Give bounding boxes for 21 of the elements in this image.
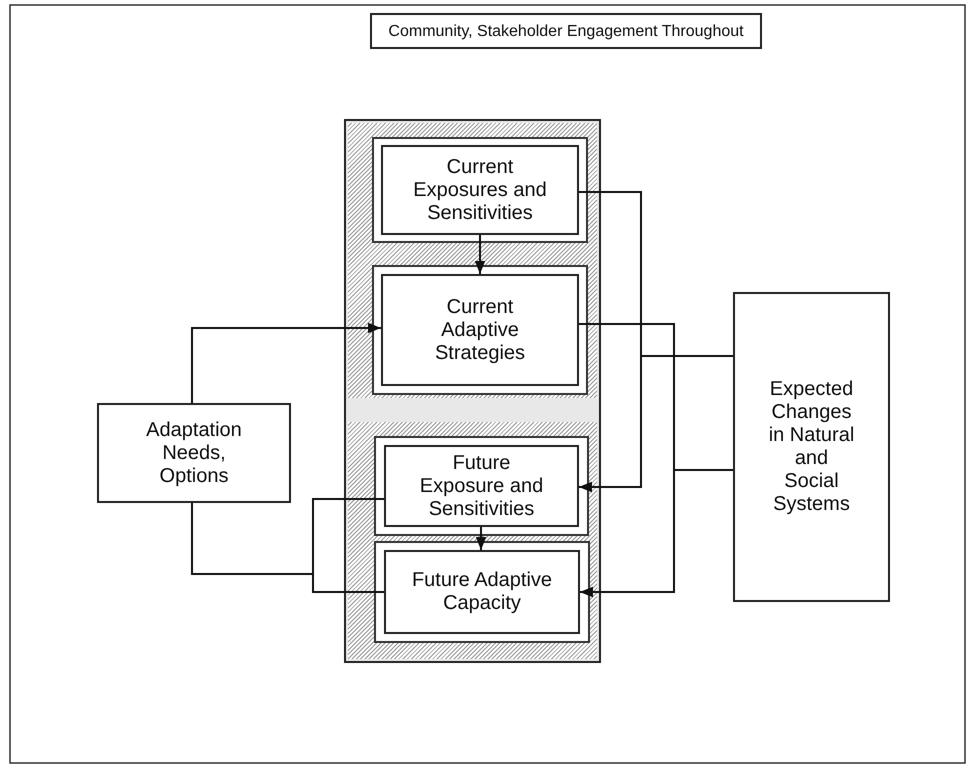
hatched-panel xyxy=(348,422,597,659)
box-label: Expected Changes in Natural and Social Systems xyxy=(768,378,856,516)
text-box xyxy=(97,403,291,503)
text-box xyxy=(384,445,579,527)
hatched-panel xyxy=(348,123,597,398)
box-label: Current Exposures and Sensitivities xyxy=(412,156,548,224)
text-box xyxy=(381,145,579,235)
connector-line xyxy=(579,355,733,492)
heading-text: Community, Stakeholder Engagement Throughout xyxy=(387,22,745,42)
connector-line xyxy=(580,469,733,598)
text-box xyxy=(384,550,580,634)
text-box xyxy=(381,274,579,386)
box-label: Future Adaptive Capacity xyxy=(410,569,554,615)
connector-line xyxy=(191,503,384,593)
text-box xyxy=(733,292,890,602)
box-label: Current Adaptive Strategies xyxy=(434,296,526,364)
text-box xyxy=(370,13,762,49)
connector-line xyxy=(476,527,486,550)
box-label: Future Exposure and Sensitivities xyxy=(418,452,544,520)
connector-line xyxy=(191,322,381,403)
box-label: Adaptation Needs, Options xyxy=(145,418,243,488)
